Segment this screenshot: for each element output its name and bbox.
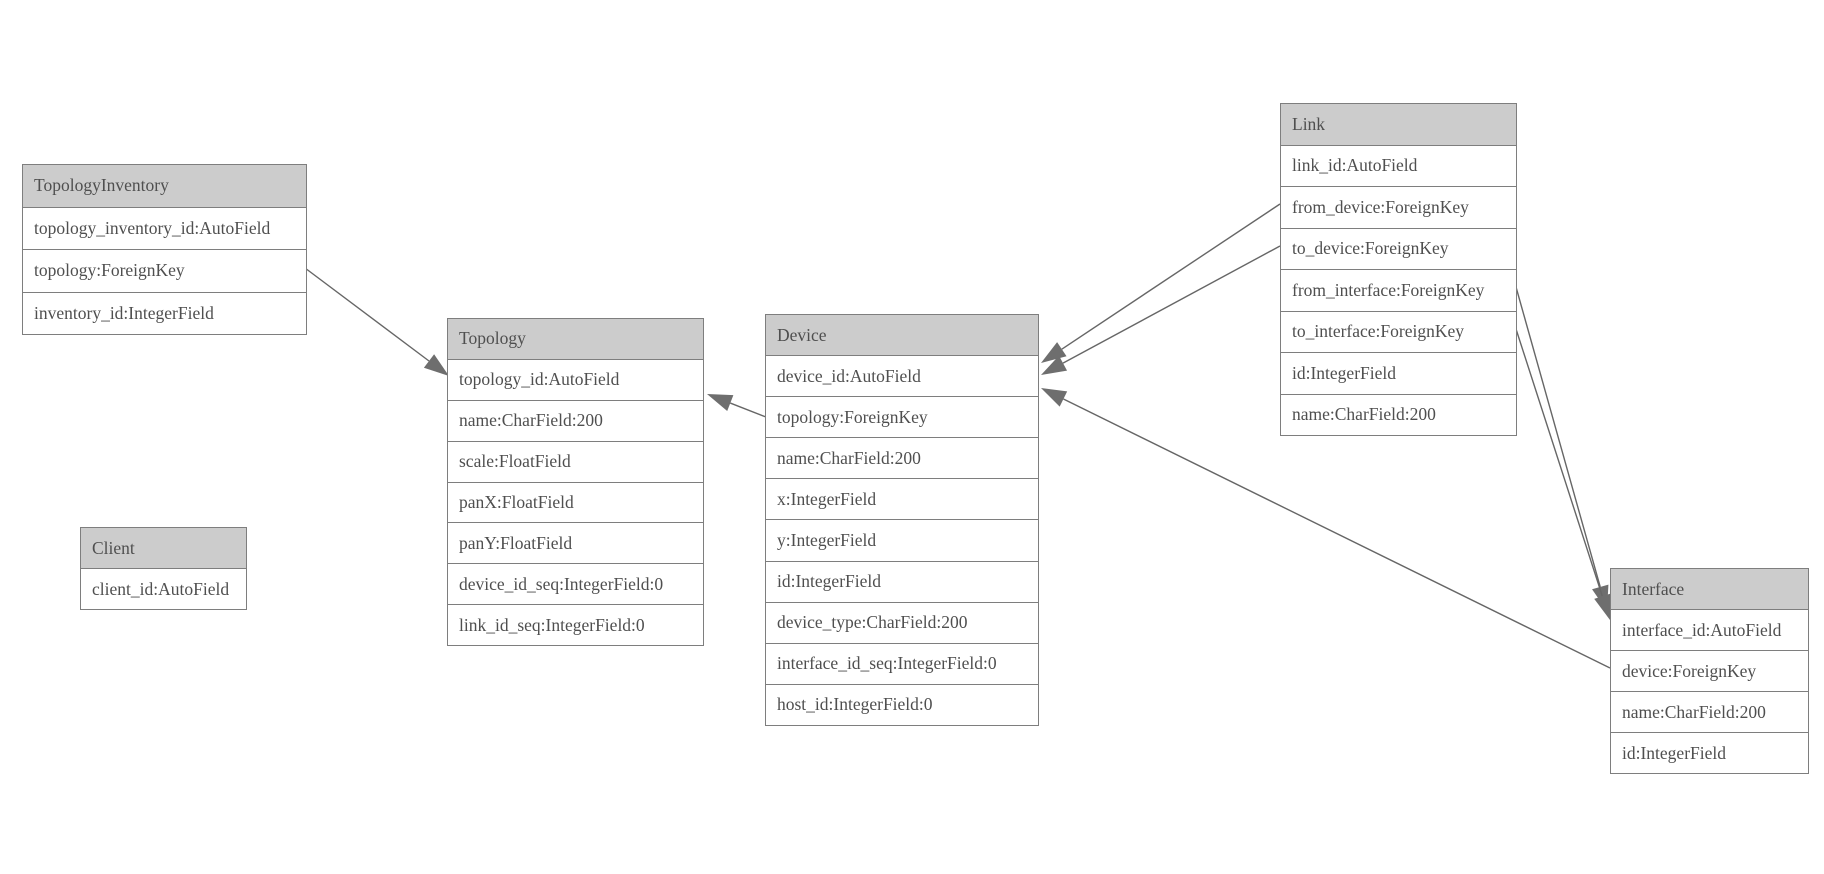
relationship-arrowhead [423, 354, 449, 376]
field-row: name:CharField:200 [766, 438, 1038, 480]
entity-title: Interface [1611, 569, 1808, 610]
field-row: interface_id:AutoField [1611, 610, 1808, 651]
entity-title: TopologyInventory [23, 165, 306, 208]
relationship-line [1062, 245, 1281, 364]
field-row: from_interface:ForeignKey [1281, 270, 1516, 312]
relationship-arrowhead [1041, 355, 1068, 375]
field-row: device_type:CharField:200 [766, 602, 1038, 644]
field-row: link_id_seq:IntegerField:0 [448, 605, 703, 646]
field-row: id:IntegerField [1611, 733, 1808, 773]
field-row: topology:ForeignKey [23, 250, 306, 293]
relationship-arrowhead [1041, 388, 1068, 407]
relationship-line [1515, 286, 1601, 588]
field-row: name:CharField:200 [1611, 692, 1808, 733]
relationship-arrowhead [1041, 342, 1067, 363]
relationship-line [1061, 203, 1281, 350]
field-row: panX:FloatField [448, 482, 703, 524]
field-row: from_device:ForeignKey [1281, 187, 1516, 229]
field-row: name:CharField:200 [448, 400, 703, 442]
field-row: scale:FloatField [448, 441, 703, 483]
field-row: y:IntegerField [766, 520, 1038, 562]
field-row: to_device:ForeignKey [1281, 228, 1516, 270]
field-row: name:CharField:200 [1281, 394, 1516, 435]
entity-title: Client [81, 528, 246, 569]
field-row: topology:ForeignKey [766, 397, 1038, 439]
relationship-line [1063, 398, 1611, 669]
entity-title: Link [1281, 104, 1516, 146]
field-row: device:ForeignKey [1611, 651, 1808, 692]
field-row: device_id_seq:IntegerField:0 [448, 564, 703, 606]
relationship-line [1515, 328, 1603, 597]
field-row: topology_id:AutoField [448, 359, 703, 401]
field-row: inventory_id:IntegerField [23, 292, 306, 334]
relationship-arrowhead [1594, 593, 1611, 620]
relationship-line [304, 267, 430, 362]
field-row: to_interface:ForeignKey [1281, 311, 1516, 353]
field-row: host_id:IntegerField:0 [766, 684, 1038, 725]
field-row: client_id:AutoField [81, 569, 246, 609]
field-row: panY:FloatField [448, 523, 703, 565]
relationship-line [730, 402, 767, 418]
field-row: link_id:AutoField [1281, 145, 1516, 187]
field-row: device_id:AutoField [766, 356, 1038, 398]
field-row: id:IntegerField [1281, 353, 1516, 395]
field-row: interface_id_seq:IntegerField:0 [766, 643, 1038, 685]
field-row: topology_inventory_id:AutoField [23, 207, 306, 250]
field-row: id:IntegerField [766, 561, 1038, 603]
entity-title: Topology [448, 319, 703, 360]
relationship-arrowhead [707, 394, 734, 411]
entity-title: Device [766, 315, 1038, 357]
relationship-arrowhead [1592, 584, 1609, 611]
field-row: x:IntegerField [766, 479, 1038, 521]
